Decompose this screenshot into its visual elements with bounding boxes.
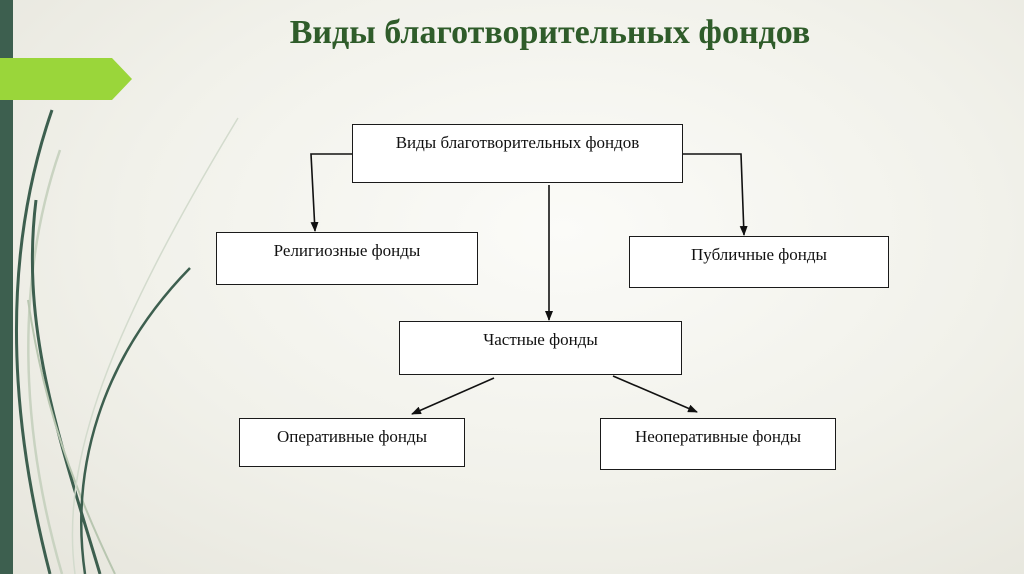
- edge-private-to-non-operative: [612, 375, 698, 413]
- left-stripe: [0, 0, 13, 574]
- grass-line: [30, 199, 102, 574]
- grass-line: [15, 109, 54, 574]
- edge-private-to-operative: [411, 377, 495, 415]
- edge-root-to-religious: [310, 153, 352, 232]
- edge-root-to-public: [683, 153, 748, 236]
- node-non-operative-funds: Неоперативные фонды: [600, 418, 836, 470]
- node-public-funds: Публичные фонды: [629, 236, 889, 288]
- decorative-grass-lines: [0, 58, 239, 574]
- accent-arrow-shape: [0, 58, 132, 100]
- node-religious-funds: Религиозные фонды: [216, 232, 478, 285]
- node-operative-funds: Оперативные фонды: [239, 418, 465, 467]
- node-private-funds: Частные фонды: [399, 321, 682, 375]
- node-root: Виды благотворительных фондов: [352, 124, 683, 183]
- grass-line: [27, 299, 116, 574]
- grass-line: [27, 149, 64, 574]
- grass-line: [80, 267, 191, 574]
- grass-line: [71, 117, 239, 574]
- slide-title: Виды благотворительных фондов: [289, 14, 811, 51]
